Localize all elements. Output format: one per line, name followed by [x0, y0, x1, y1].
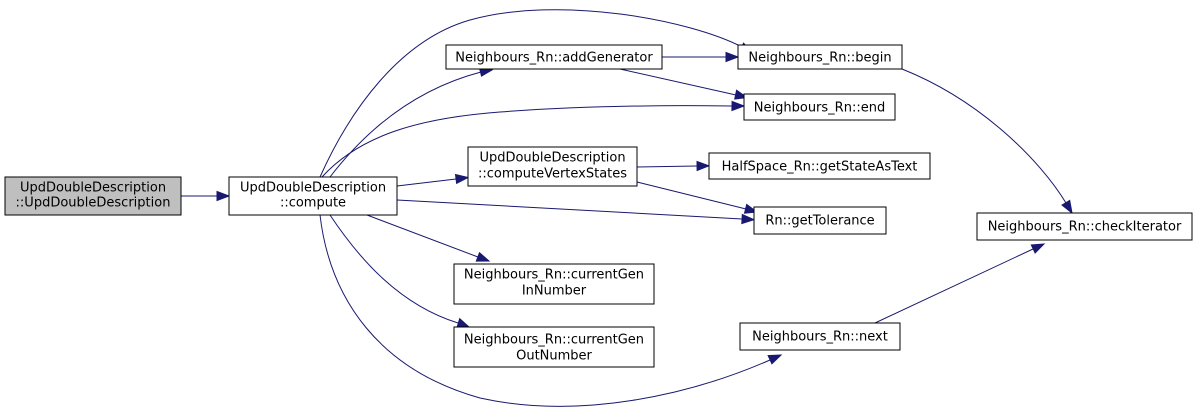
node-rn-gettolerance[interactable]: Rn::getTolerance	[753, 206, 887, 235]
edge-computevertexstates-to-gettolerance	[636, 181, 759, 214]
node-neighbours-rn-checkiterator[interactable]: Neighbours_Rn::checkIterator	[976, 212, 1193, 241]
edges-layer	[181, 9, 1073, 407]
node-neighbours-rn-end[interactable]: Neighbours_Rn::end	[743, 93, 896, 121]
edge-compute-to-gettolerance	[396, 199, 756, 225]
node-label: Neighbours_Rn::currentGen	[464, 333, 644, 348]
edge-compute-to-next	[319, 214, 783, 407]
node-neighbours-rn-currentgenoutnumber[interactable]: Neighbours_Rn::currentGen OutNumber	[453, 326, 655, 368]
edge-addgenerator-to-end	[619, 68, 749, 100]
edge-ctor-to-compute	[181, 190, 231, 202]
node-label: InNumber	[522, 284, 587, 299]
node-label: Neighbours_Rn::checkIterator	[988, 220, 1182, 235]
edge-addgenerator-to-begin	[662, 51, 740, 63]
edge-compute-to-end	[321, 100, 746, 178]
node-label: Neighbours_Rn::addGenerator	[455, 51, 653, 66]
node-label: Rn::getTolerance	[765, 214, 874, 229]
node-label: Neighbours_Rn::end	[754, 101, 885, 116]
edge-next-to-checkiterator	[874, 243, 1046, 324]
node-neighbours-rn-next[interactable]: Neighbours_Rn::next	[739, 322, 901, 351]
node-label: Neighbours_Rn::currentGen	[464, 268, 644, 283]
node-label: ::UpdDoubleDescription	[16, 196, 171, 211]
node-label: OutNumber	[516, 349, 592, 364]
node-neighbours-rn-begin[interactable]: Neighbours_Rn::begin	[737, 44, 903, 70]
node-label: HalfSpace_Rn::getStateAsText	[722, 160, 918, 175]
edge-begin-to-checkiterator	[901, 68, 1073, 215]
node-label: ::compute	[280, 196, 346, 211]
node-label: UpdDoubleDescription	[20, 181, 166, 196]
edge-compute-to-currentgenin	[366, 214, 491, 262]
node-upddoubledescription-constructor[interactable]: UpdDoubleDescription ::UpdDoubleDescript…	[4, 176, 182, 216]
edge-compute-to-currentgenout	[329, 214, 471, 328]
node-halfspace-rn-getstateastext[interactable]: HalfSpace_Rn::getStateAsText	[708, 152, 931, 180]
edge-compute-to-computevertexstates	[396, 173, 470, 187]
nodes-layer: UpdDoubleDescription ::UpdDoubleDescript…	[4, 44, 1193, 368]
node-label: Neighbours_Rn::begin	[748, 51, 891, 66]
node-label: UpdDoubleDescription	[240, 181, 386, 196]
node-neighbours-rn-currentgeninnumber[interactable]: Neighbours_Rn::currentGen InNumber	[453, 263, 655, 305]
edge-computevertexstates-to-getstateastext	[636, 160, 711, 172]
node-label: ::computeVertexStates	[478, 167, 627, 182]
node-neighbours-rn-addgenerator[interactable]: Neighbours_Rn::addGenerator	[445, 44, 663, 70]
node-label: Neighbours_Rn::next	[752, 330, 888, 345]
node-upddoubledescription-compute[interactable]: UpdDoubleDescription ::compute	[228, 176, 398, 216]
node-label: UpdDoubleDescription	[479, 151, 625, 166]
node-upddoubledescription-computevertexstates[interactable]: UpdDoubleDescription ::computeVertexStat…	[467, 146, 638, 187]
